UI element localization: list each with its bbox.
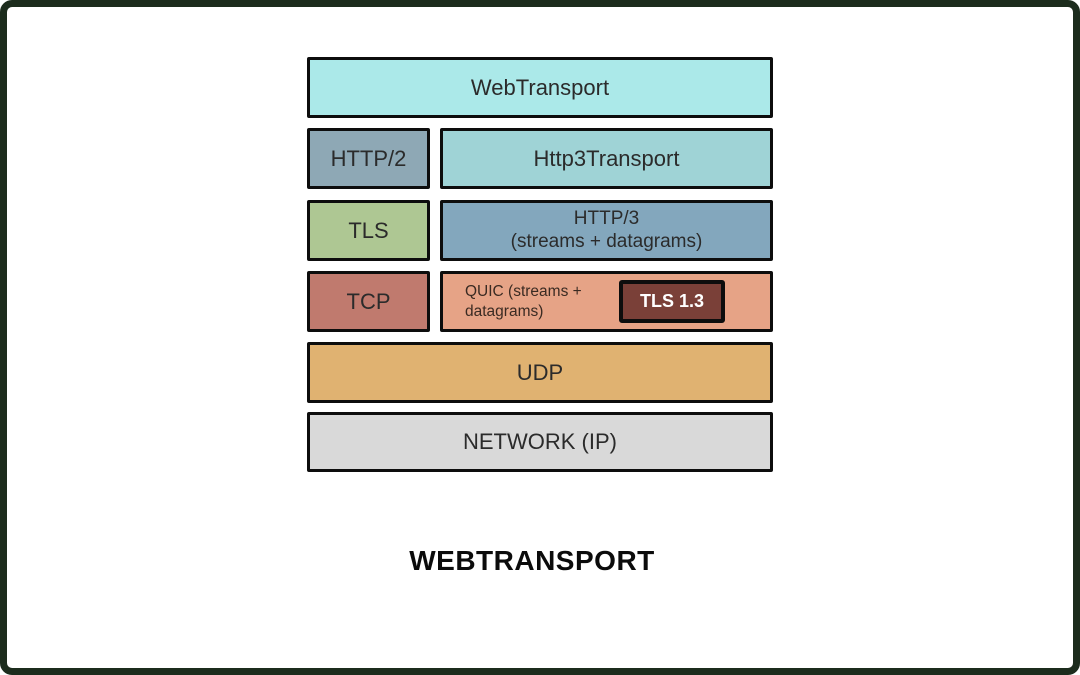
http2-label: HTTP/2 xyxy=(330,145,407,171)
udp-box: UDP xyxy=(307,342,773,403)
webtransport-label: WebTransport xyxy=(470,74,610,100)
quic-box: QUIC (streams + datagrams) TLS 1.3 xyxy=(440,271,773,332)
tls-box: TLS xyxy=(307,200,430,261)
http3-label-line1: HTTP/3 xyxy=(573,207,640,229)
http3-label-line2: (streams + datagrams) xyxy=(510,230,703,252)
tls13-box: TLS 1.3 xyxy=(619,280,725,323)
http3-box: HTTP/3 (streams + datagrams) xyxy=(440,200,773,261)
diagram-caption: WEBTRANSPORT xyxy=(409,545,655,576)
tcp-box: TCP xyxy=(307,271,430,332)
tls-label: TLS xyxy=(348,217,389,243)
http3transport-label: Http3Transport xyxy=(533,145,680,171)
network-ip-box: NETWORK (IP) xyxy=(307,412,773,472)
quic-label: QUIC (streams + datagrams) xyxy=(465,282,582,321)
http3transport-box: Http3Transport xyxy=(440,128,773,189)
network-ip-label: NETWORK (IP) xyxy=(463,429,617,455)
webtransport-box: WebTransport xyxy=(307,57,773,118)
quic-label-line1: QUIC (streams + xyxy=(465,283,582,301)
tcp-label: TCP xyxy=(346,288,391,314)
tls13-label: TLS 1.3 xyxy=(639,291,705,312)
quic-label-line2: datagrams) xyxy=(465,302,544,320)
udp-label: UDP xyxy=(516,359,564,385)
http2-box: HTTP/2 xyxy=(307,128,430,189)
